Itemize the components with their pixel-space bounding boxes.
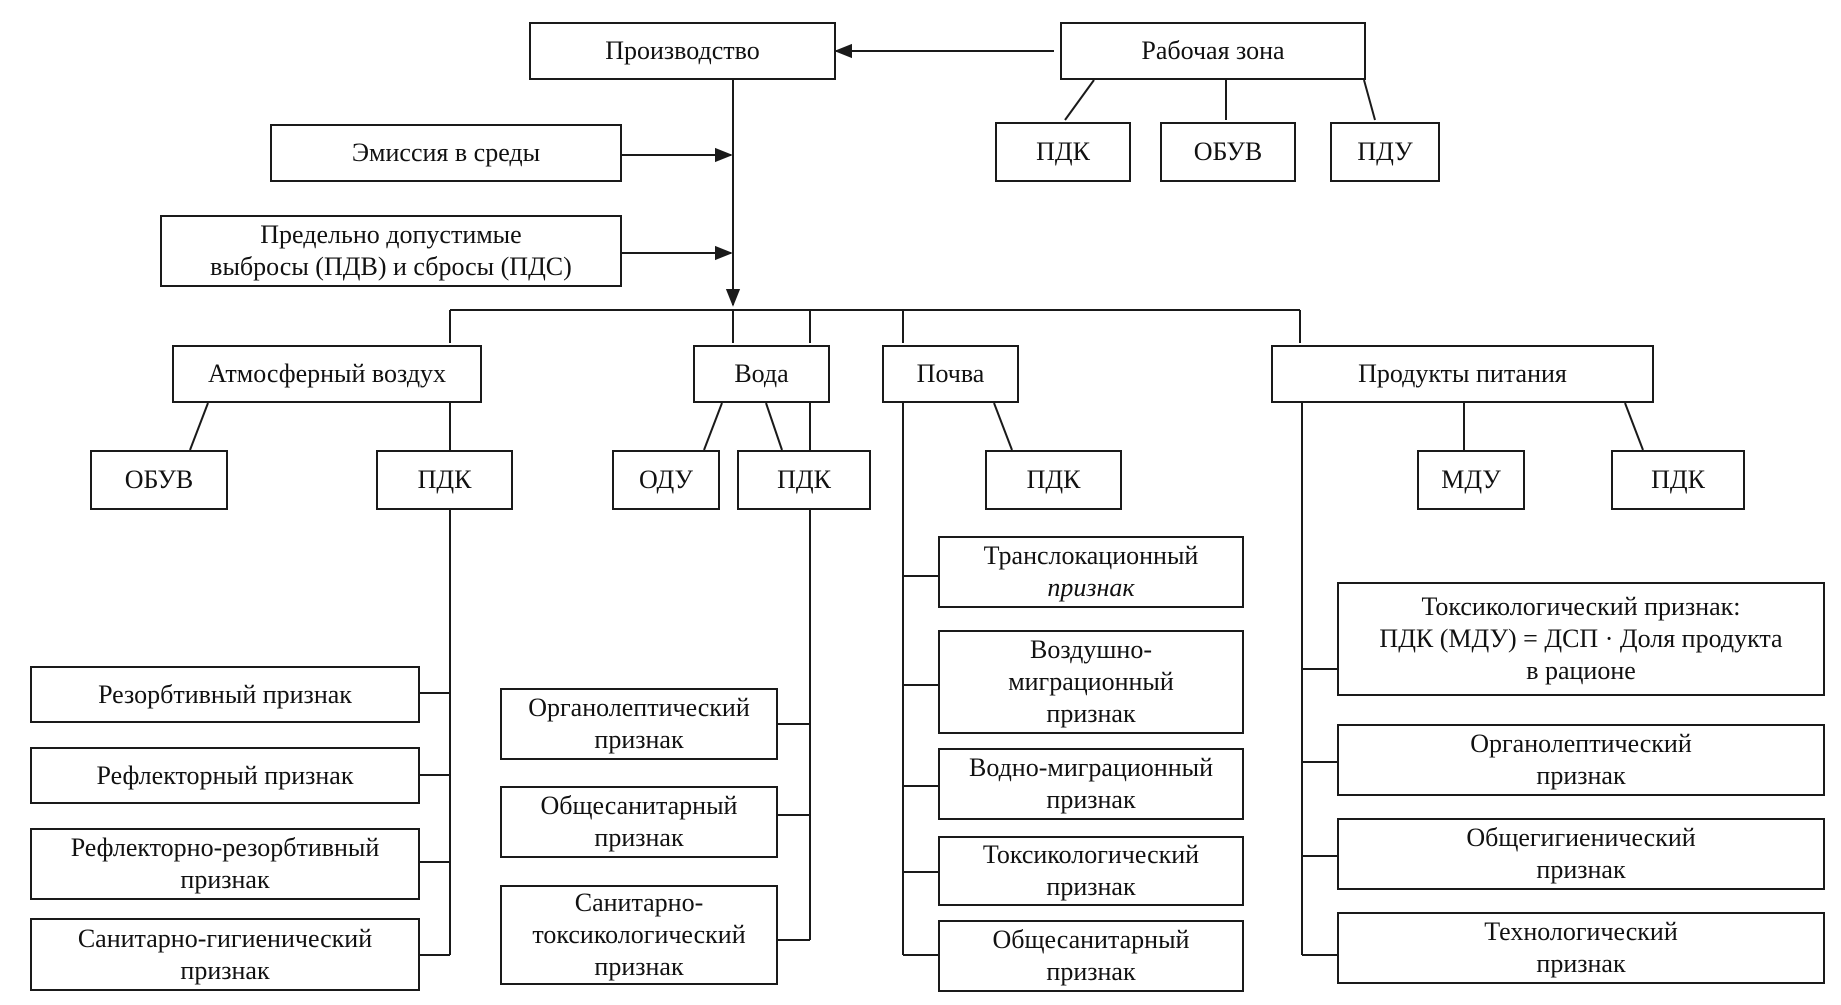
work-zone-obuv-box: ОБУВ [1160, 122, 1296, 182]
soil-sign-translocation: Транслокационный признак [938, 536, 1244, 608]
soil-sign-general-sanitary-line1: Общесанитарный [992, 925, 1190, 955]
water-sign-organoleptic: Органолептический признак [500, 688, 778, 760]
food-sign-general-hygienic-line2: признак [1536, 855, 1626, 884]
food-sign-toxicological-line1: Токсикологический признак: [1421, 592, 1741, 622]
water-label: Вода [734, 359, 789, 389]
food-pdk-box: ПДК [1611, 450, 1745, 510]
air-obuv-box: ОБУВ [90, 450, 228, 510]
air-box: Атмосферный воздух [172, 345, 482, 403]
work-zone-pdu-label: ПДУ [1357, 137, 1413, 167]
air-sign-sanitary-hygienic-line2: признак [180, 955, 270, 985]
work-zone-pdu-box: ПДУ [1330, 122, 1440, 182]
food-sign-organoleptic-line2: признак [1536, 761, 1626, 790]
soil-sign-translocation-line2: признак [1047, 573, 1135, 602]
soil-sign-water-migration-line2: признак [1046, 785, 1136, 814]
water-sign-sanitary-toxicological-line3: признак [594, 951, 684, 981]
soil-sign-water-migration-line1: Водно-миграционный [968, 753, 1213, 783]
food-sign-technological-line1: Технологический [1484, 917, 1678, 947]
water-sign-sanitary-toxicological: Санитарно- токсикологический признак [500, 885, 778, 985]
soil-sign-translocation-line1: Транслокационный [983, 541, 1199, 571]
work-zone-label: Рабочая зона [1141, 36, 1285, 66]
soil-sign-water-migration: Водно-миграционный признак [938, 748, 1244, 820]
soil-sign-air-migration: Воздушно- миграционный признак [938, 630, 1244, 734]
food-sign-toxicological: Токсикологический признак: ПДК (МДУ) = Д… [1337, 582, 1825, 696]
water-odu-box: ОДУ [612, 450, 720, 510]
production-box: Производство [529, 22, 836, 80]
pdv-line-1: Предельно допустимые [260, 220, 522, 250]
production-label: Производство [605, 36, 760, 66]
pdv-pds-box: Предельно допустимые выбросы (ПДВ) и сбр… [160, 215, 622, 287]
water-odu-label: ОДУ [639, 465, 693, 495]
food-sign-general-hygienic-line1: Общегигиенический [1466, 823, 1696, 853]
soil-sign-toxicological-line2: признак [1046, 872, 1136, 901]
air-sign-reflex-text: Рефлекторный признак [96, 760, 354, 790]
water-sign-organoleptic-line2: признак [594, 725, 684, 754]
air-obuv-label: ОБУВ [124, 465, 194, 495]
food-label: Продукты питания [1358, 359, 1567, 389]
soil-box: Почва [882, 345, 1019, 403]
food-box: Продукты питания [1271, 345, 1654, 403]
water-sign-general-sanitary-line2: признак [594, 823, 684, 852]
water-sign-sanitary-toxicological-line1: Санитарно- [574, 888, 704, 918]
air-sign-resorptive-text: Резорбтивный признак [98, 679, 352, 709]
soil-label: Почва [916, 359, 985, 389]
water-pdk-label: ПДК [777, 465, 831, 495]
air-sign-reflex: Рефлекторный признак [30, 747, 420, 804]
water-sign-general-sanitary: Общесанитарный признак [500, 786, 778, 858]
soil-sign-general-sanitary: Общесанитарный признак [938, 920, 1244, 992]
food-sign-technological: Технологический признак [1337, 912, 1825, 984]
food-mdu-label: МДУ [1441, 465, 1501, 495]
air-sign-sanitary-hygienic: Санитарно-гигиенический признак [30, 918, 420, 991]
water-sign-sanitary-toxicological-line2: токсикологический [532, 920, 746, 950]
work-zone-obuv-label: ОБУВ [1193, 137, 1263, 167]
water-sign-organoleptic-line1: Органолептический [528, 693, 750, 723]
food-sign-technological-line2: признак [1536, 949, 1626, 978]
air-sign-reflex-resorptive-line2: признак [180, 865, 270, 894]
food-sign-toxicological-line3: в рационе [1526, 655, 1636, 685]
food-pdk-label: ПДК [1651, 465, 1705, 495]
work-zone-box: Рабочая зона [1060, 22, 1366, 80]
water-box: Вода [693, 345, 830, 403]
pdv-line-2: выбросы (ПДВ) и сбросы (ПДС) [210, 252, 572, 281]
soil-sign-air-migration-line3: признак [1046, 698, 1136, 728]
soil-pdk-box: ПДК [985, 450, 1122, 510]
air-sign-sanitary-hygienic-line1: Санитарно-гигиенический [77, 923, 373, 953]
soil-sign-general-sanitary-line2: признак [1046, 957, 1136, 986]
soil-sign-air-migration-line2: миграционный [1008, 667, 1174, 697]
air-sign-resorptive: Резорбтивный признак [30, 666, 420, 723]
soil-sign-toxicological-line1: Токсикологический [982, 840, 1200, 870]
emission-label: Эмиссия в среды [351, 138, 541, 168]
food-mdu-box: МДУ [1417, 450, 1525, 510]
work-zone-pdk-box: ПДК [995, 122, 1131, 182]
food-sign-organoleptic-line1: Органолептический [1470, 729, 1692, 759]
food-sign-organoleptic: Органолептический признак [1337, 724, 1825, 796]
food-sign-toxicological-formula: ПДК (МДУ) = ДСП · Доля продукта [1379, 624, 1783, 654]
air-sign-reflex-resorptive-line1: Рефлекторно-резорбтивный [70, 833, 380, 863]
air-pdk-box: ПДК [376, 450, 513, 510]
air-sign-reflex-resorptive: Рефлекторно-резорбтивный признак [30, 828, 420, 900]
air-label: Атмосферный воздух [207, 359, 447, 389]
air-pdk-label: ПДК [417, 465, 472, 495]
soil-pdk-label: ПДК [1026, 465, 1081, 495]
soil-sign-toxicological: Токсикологический признак [938, 836, 1244, 906]
food-sign-general-hygienic: Общегигиенический признак [1337, 818, 1825, 890]
work-zone-pdk-label: ПДК [1036, 137, 1090, 167]
emission-box: Эмиссия в среды [270, 124, 622, 182]
water-sign-general-sanitary-line1: Общесанитарный [540, 791, 738, 821]
soil-sign-air-migration-line1: Воздушно- [1030, 635, 1152, 665]
water-pdk-box: ПДК [737, 450, 871, 510]
